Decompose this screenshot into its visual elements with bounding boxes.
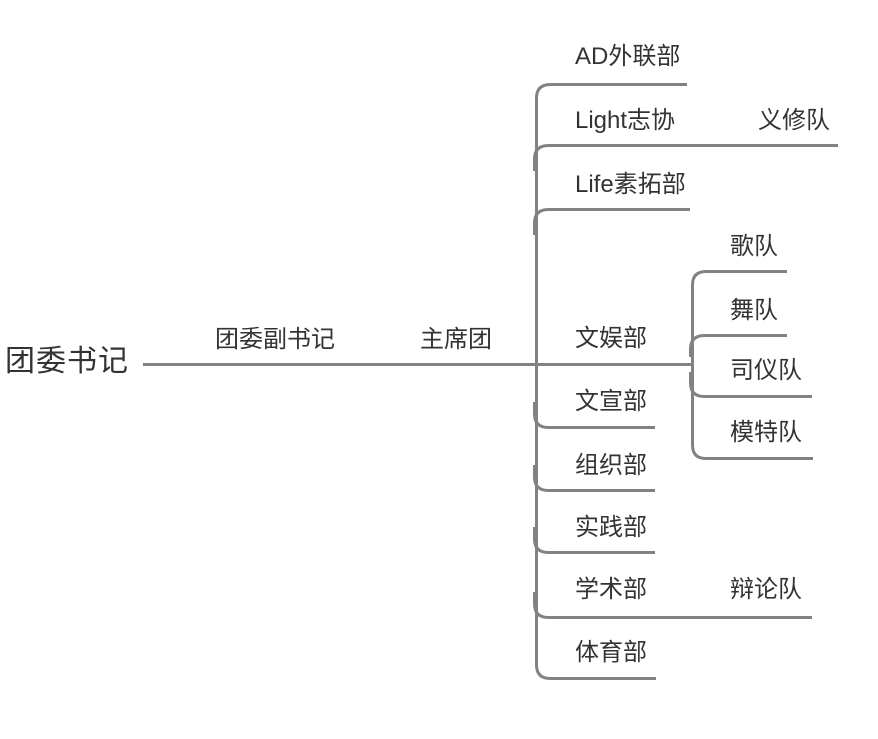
node-entertainment-dept[interactable]: 文娱部 <box>575 325 647 352</box>
connector-branch-light <box>533 144 838 171</box>
node-sports-dept[interactable]: 体育部 <box>575 639 647 666</box>
node-repair-team[interactable]: 义修队 <box>758 107 830 134</box>
node-practice-dept[interactable]: 实践部 <box>575 514 647 541</box>
node-light-volunteer-assoc[interactable]: Light志协 <box>575 107 676 134</box>
node-vice-secretary[interactable]: 团委副书记 <box>215 326 335 353</box>
node-presidium[interactable]: 主席团 <box>420 326 492 353</box>
node-life-quality-dept[interactable]: Life素拓部 <box>575 171 686 198</box>
node-debate-team[interactable]: 辩论队 <box>730 576 802 603</box>
node-publicity-dept[interactable]: 文宣部 <box>575 388 647 415</box>
connector-branch-dance <box>689 334 787 357</box>
node-dance-team[interactable]: 舞队 <box>730 297 778 324</box>
node-organization-dept[interactable]: 组织部 <box>575 452 647 479</box>
node-emcee-team[interactable]: 司仪队 <box>730 357 802 384</box>
node-song-team[interactable]: 歌队 <box>730 233 778 260</box>
node-league-secretary[interactable]: 团委书记 <box>5 345 129 378</box>
node-ad-external-dept[interactable]: AD外联部 <box>575 43 681 70</box>
node-academic-dept[interactable]: 学术部 <box>575 576 647 603</box>
connector-branch-life <box>533 208 690 235</box>
node-model-team[interactable]: 模特队 <box>730 419 802 446</box>
